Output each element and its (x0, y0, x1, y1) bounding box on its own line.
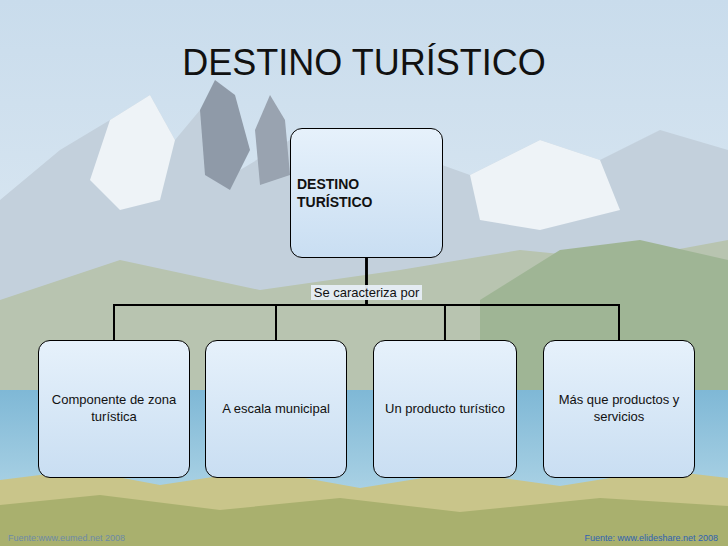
category-box: Un producto turístico (373, 340, 517, 478)
source-watermark: Fuente: www.elideshare.net 2008 (584, 533, 718, 543)
box-text: A escala municipal (216, 401, 336, 418)
source-watermark: Fuente:www.eumed.net 2008 (8, 533, 125, 543)
category-box: A escala municipal (205, 340, 347, 478)
category-box: Componente de zona turística (38, 340, 190, 478)
box-text: DESTINO TURÍSTICO (291, 175, 442, 211)
connector-label: Se caracteriza por (311, 285, 423, 300)
diagram-title: DESTINO TURÍSTICO (0, 42, 728, 84)
box-text: Más que productos y servicios (544, 392, 694, 426)
category-box: Más que productos y servicios (543, 340, 695, 478)
box-text: Componente de zona turística (39, 392, 189, 426)
box-text: Un producto turístico (379, 401, 511, 418)
root-box: DESTINO TURÍSTICO (290, 128, 443, 258)
